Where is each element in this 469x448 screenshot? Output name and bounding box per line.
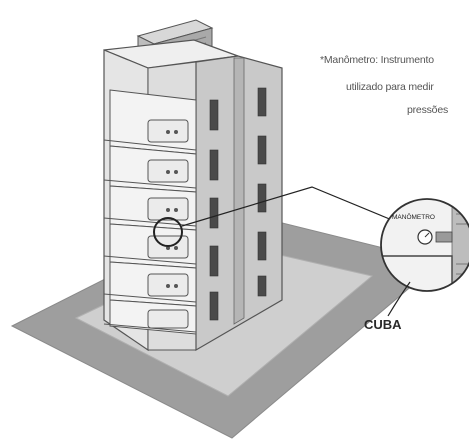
inset-label: MANÔMETRO <box>392 212 435 221</box>
side-windows <box>209 87 267 321</box>
leader-line <box>181 186 393 227</box>
cuba-pointer <box>387 281 411 317</box>
footnote-line-3: pressões <box>407 104 449 116</box>
cuba-label: CUBA <box>364 317 402 332</box>
magnifier-circle <box>153 217 183 247</box>
footnote-line-1: *Manômetro: Instrumento <box>320 54 434 66</box>
mini-gauges <box>166 130 178 288</box>
footnote-line-2: utilizado para medir <box>346 81 434 93</box>
